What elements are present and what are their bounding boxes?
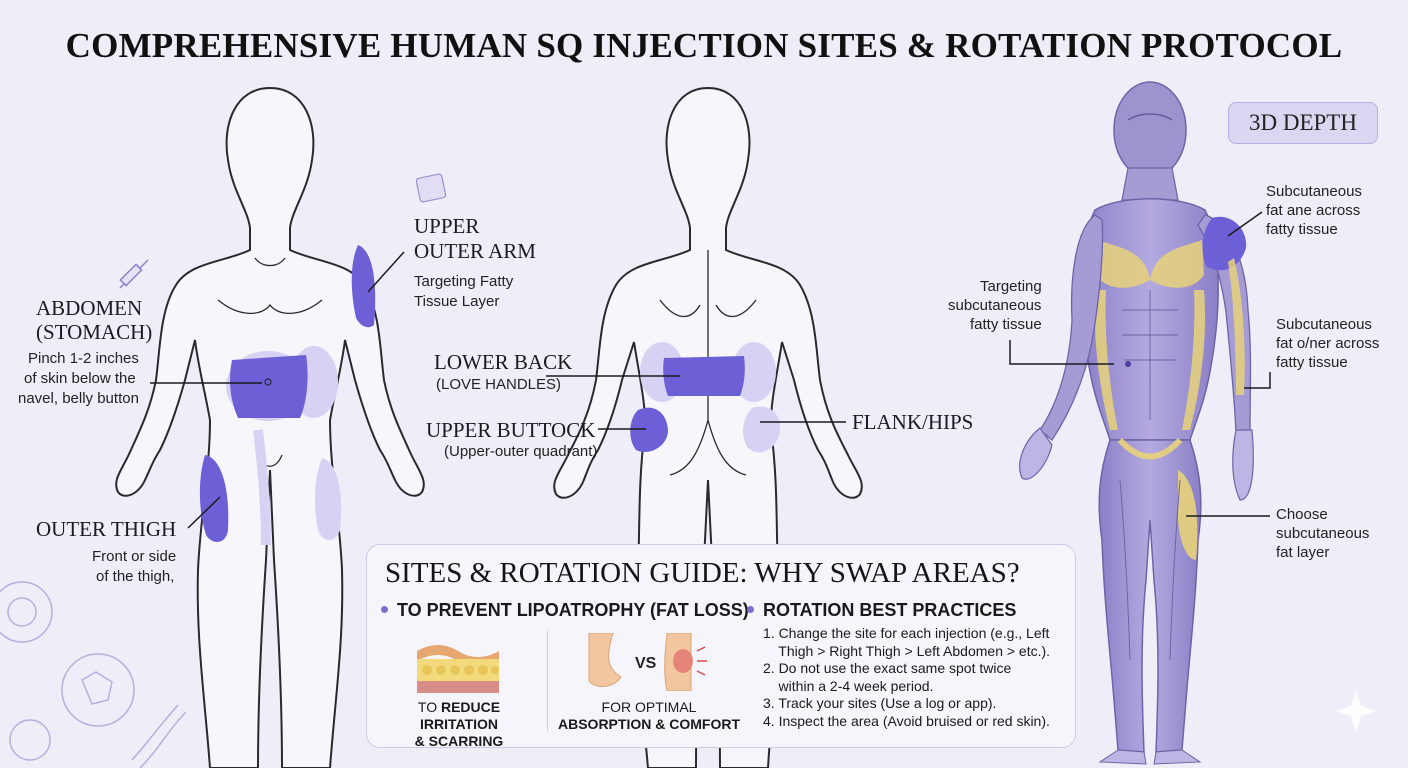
guide-col1-heading-text: TO PREVENT LIPOATROPHY (FAT LOSS)	[397, 600, 749, 620]
guide-title: SITES & ROTATION GUIDE: WHY SWAP AREAS?	[385, 557, 1020, 589]
guide-divider	[547, 631, 548, 731]
model-note-1-line-3: fatty tissue	[1266, 221, 1338, 238]
practice-line: 1. Change the site for each injection (e…	[763, 625, 1050, 641]
thigh-desc-1: Front or side	[92, 548, 177, 565]
front-body-figure	[115, 86, 425, 768]
buttock-title: UPPER BUTTOCK	[426, 418, 596, 442]
thigh-title: OUTER THIGH	[36, 517, 177, 541]
guide-col2-heading: ROTATION BEST PRACTICES	[747, 600, 1016, 621]
arm-desc-1: Targeting Fatty	[414, 273, 514, 290]
model-note-4-line-1: Choose	[1276, 506, 1328, 523]
practice-line: 2. Do not use the exact same spot twice	[763, 660, 1012, 676]
lower-back-site[interactable]	[663, 356, 745, 396]
model-note-4-line-2: subcutaneous	[1276, 525, 1370, 542]
back-leader-lines	[546, 375, 846, 430]
guide-col1-heading: TO PREVENT LIPOATROPHY (FAT LOSS)	[381, 600, 749, 621]
caption-irritation-prefix: TO	[417, 699, 441, 715]
damaged-skin-icon	[664, 633, 707, 691]
arm-title-2: OUTER ARM	[414, 239, 536, 263]
depth-badge: 3D DEPTH	[1228, 102, 1378, 144]
abdomen-desc-3: navel, belly button	[18, 390, 139, 407]
model-note-2-line-2: subcutaneous	[948, 297, 1042, 314]
rotation-practices-list: 1. Change the site for each injection (e…	[763, 625, 1063, 730]
model-note-3-line-2: fat o/ner across	[1276, 335, 1380, 352]
caption-absorption-line1: FOR OPTIMAL	[601, 699, 697, 715]
practice-line: 3. Track your sites (Use a log or app).	[763, 695, 997, 711]
outer-thigh-site[interactable]	[199, 455, 229, 542]
model-note-4-line-3: fat layer	[1276, 544, 1330, 561]
caption-irritation-line2: & SCARRING	[414, 733, 504, 749]
upper-outer-arm-site[interactable]	[351, 245, 376, 328]
dna-decoration-icon	[131, 704, 187, 768]
abdomen-desc-2: of skin below the	[24, 370, 136, 387]
practice-line: within a 2-4 week period.	[763, 677, 934, 694]
inner-thigh-zone	[253, 429, 271, 546]
practice-line: Thigh > Right Thigh > Left Abdomen > etc…	[763, 642, 1051, 659]
guide-col2-heading-text: ROTATION BEST PRACTICES	[763, 600, 1017, 620]
anatomy-3d-figure	[1019, 81, 1254, 765]
page-title: COMPREHENSIVE HUMAN SQ INJECTION SITES &…	[65, 26, 1343, 65]
right-thigh-zone	[314, 458, 342, 541]
cell-decoration-icon	[0, 581, 135, 761]
thigh-desc-2: of the thigh,	[96, 568, 175, 585]
buttock-sub: (Upper-outer quadrant)	[444, 443, 598, 460]
bullet-icon	[381, 605, 388, 613]
model-note-1-line-2: fat ane across	[1266, 202, 1361, 219]
vs-label: VS	[635, 655, 657, 672]
practice-line: 4. Inspect the area (Avoid bruised or re…	[763, 712, 1050, 729]
skin-layers-icon	[417, 645, 499, 693]
bullet-icon	[747, 605, 754, 613]
front-leader-lines	[150, 251, 405, 529]
caption-irritation: TO REDUCE IRRITATION & SCARRING	[377, 699, 541, 750]
abdomen-title-1: ABDOMEN	[36, 296, 143, 320]
model-note-3-line-3: fatty tissue	[1276, 354, 1348, 371]
caption-absorption-line2: ABSORPTION & COMFORT	[558, 716, 740, 732]
caption-absorption: FOR OPTIMAL ABSORPTION & COMFORT	[555, 699, 743, 733]
syringe-icon	[119, 259, 149, 289]
abdomen-site[interactable]	[230, 355, 308, 418]
upper-buttock-site[interactable]	[630, 407, 668, 452]
rotation-guide-panel: SITES & ROTATION GUIDE: WHY SWAP AREAS? …	[366, 544, 1076, 750]
lower-back-sub: (LOVE HANDLES)	[436, 376, 562, 393]
model-note-1-line-1: Subcutaneous	[1266, 183, 1362, 200]
abdomen-desc-1: Pinch 1-2 inches	[28, 350, 139, 367]
flank-hip-zone	[743, 406, 781, 453]
sparkle-icon	[1336, 690, 1376, 732]
model-note-3-line-1: Subcutaneous	[1276, 316, 1372, 333]
lower-back-title: LOWER BACK	[434, 350, 573, 374]
model3d-leader-lines	[1009, 211, 1271, 517]
navel-mark	[264, 378, 272, 386]
arm-desc-2: Tissue Layer	[414, 293, 500, 310]
bandage-icon	[415, 173, 447, 203]
healthy-skin-icon	[588, 633, 622, 687]
abdomen-title-2: (STOMACH)	[36, 320, 153, 344]
flank-title: FLANK/HIPS	[852, 410, 974, 434]
model-note-2-line-3: fatty tissue	[970, 316, 1042, 333]
arm-title-1: UPPER	[414, 214, 480, 238]
model-note-2-line-1: Targeting	[980, 278, 1042, 295]
caption-irritation-bold: REDUCE IRRITATION	[419, 699, 501, 732]
